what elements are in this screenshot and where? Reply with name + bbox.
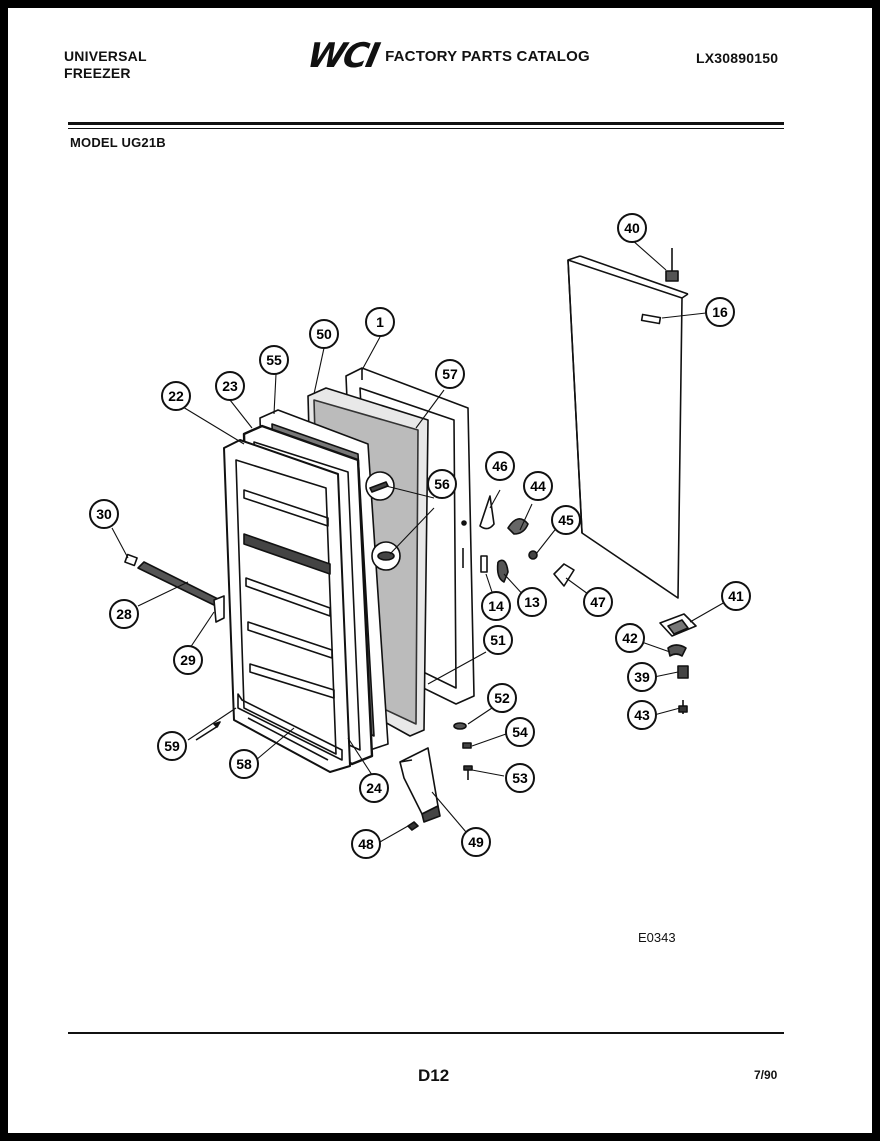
- callout-label: 47: [590, 594, 606, 610]
- callout-57: 57: [435, 359, 465, 389]
- callout-29: 29: [173, 645, 203, 675]
- callout-28: 28: [109, 599, 139, 629]
- callout-23: 23: [215, 371, 245, 401]
- callout-label: 56: [434, 476, 450, 492]
- brand-line-1: UNIVERSAL: [64, 48, 147, 64]
- callout-label: 28: [116, 606, 132, 622]
- brand-line-2: FREEZER: [64, 65, 131, 81]
- callout-label: 53: [512, 770, 528, 786]
- callout-48: 48: [351, 829, 381, 859]
- callout-label: 49: [468, 834, 484, 850]
- callout-55: 55: [259, 345, 289, 375]
- callout-label: 54: [512, 724, 528, 740]
- callout-label: 22: [168, 388, 184, 404]
- callout-label: 1: [376, 314, 384, 330]
- callout-22: 22: [161, 381, 191, 411]
- kick-bracket-part: [399, 747, 441, 831]
- door-rail-part: [124, 553, 225, 623]
- callout-label: 30: [96, 506, 112, 522]
- callout-49: 49: [461, 827, 491, 857]
- outer-door-panel: [567, 255, 689, 599]
- callout-label: 50: [316, 326, 332, 342]
- catalog-number: LX30890150: [696, 50, 779, 66]
- catalog-title: FACTORY PARTS CATALOG: [385, 47, 590, 65]
- callout-51: 51: [483, 625, 513, 655]
- callout-40: 40: [617, 213, 647, 243]
- callout-label: 44: [530, 478, 546, 494]
- callout-50: 50: [309, 319, 339, 349]
- callout-1: 1: [365, 307, 395, 337]
- brand-block: UNIVERSAL FREEZER: [64, 48, 147, 82]
- callout-label: 40: [624, 220, 640, 236]
- exploded-parts-diagram: 1 50 55 23 22 57 56 46 44 45 14 13 47 30 28 29 51 52 54 53 5…: [89, 213, 751, 859]
- callout-label: 45: [558, 512, 574, 528]
- catalog-page: UNIVERSAL FREEZER WCI FACTORY PARTS CATA…: [8, 8, 872, 1133]
- callout-label: 42: [622, 630, 638, 646]
- callout-54: 54: [505, 717, 535, 747]
- callout-label: 16: [712, 304, 728, 320]
- revision-date: 7/90: [754, 1068, 778, 1082]
- bottom-hinge-part: [659, 613, 697, 714]
- callout-label: 59: [164, 738, 180, 754]
- door-frame-with-shelves: [223, 439, 351, 773]
- diagram-code: E0343: [638, 930, 676, 945]
- callout-59: 59: [157, 731, 187, 761]
- callout-13: 13: [517, 587, 547, 617]
- model-label: MODEL UG21B: [70, 135, 166, 150]
- callout-53: 53: [505, 763, 535, 793]
- callout-label: 46: [492, 458, 508, 474]
- callout-45: 45: [551, 505, 581, 535]
- footer-rule: [68, 1032, 784, 1034]
- callout-group: 1 50 55 23 22 57 56 46 44 45 14 13 47 30 28 29 51 52 54 53 5…: [89, 213, 751, 859]
- callout-label: 14: [488, 598, 504, 614]
- callout-label: 58: [236, 756, 252, 772]
- callout-41: 41: [721, 581, 751, 611]
- callout-label: 57: [442, 366, 458, 382]
- callout-46: 46: [485, 451, 515, 481]
- callout-label: 41: [728, 588, 744, 604]
- callout-43: 43: [627, 700, 657, 730]
- callout-label: 39: [634, 669, 650, 685]
- callout-label: 48: [358, 836, 374, 852]
- callout-30: 30: [89, 499, 119, 529]
- callout-label: 24: [366, 780, 382, 796]
- callout-label: 29: [180, 652, 196, 668]
- callout-label: 52: [494, 690, 510, 706]
- callout-52: 52: [487, 683, 517, 713]
- callout-label: 55: [266, 352, 282, 368]
- callout-label: 23: [222, 378, 238, 394]
- callout-42: 42: [615, 623, 645, 653]
- callout-label: 13: [524, 594, 540, 610]
- callout-39: 39: [627, 662, 657, 692]
- callout-14: 14: [481, 591, 511, 621]
- callout-label: 43: [634, 707, 650, 723]
- logo-block: WCI FACTORY PARTS CATALOG: [304, 36, 590, 76]
- callout-56: 56: [427, 469, 457, 499]
- callout-44: 44: [523, 471, 553, 501]
- latch-parts: [479, 495, 575, 587]
- callout-16: 16: [705, 297, 735, 327]
- callout-58: 58: [229, 749, 259, 779]
- screw-parts: [453, 722, 473, 780]
- header-rule-thin: [68, 128, 784, 129]
- callout-label: 51: [490, 632, 506, 648]
- header-rule-thick: [68, 122, 784, 125]
- callout-24: 24: [359, 773, 389, 803]
- page-number: D12: [418, 1066, 450, 1085]
- callout-47: 47: [583, 587, 613, 617]
- hinge-stud-part: [665, 248, 679, 282]
